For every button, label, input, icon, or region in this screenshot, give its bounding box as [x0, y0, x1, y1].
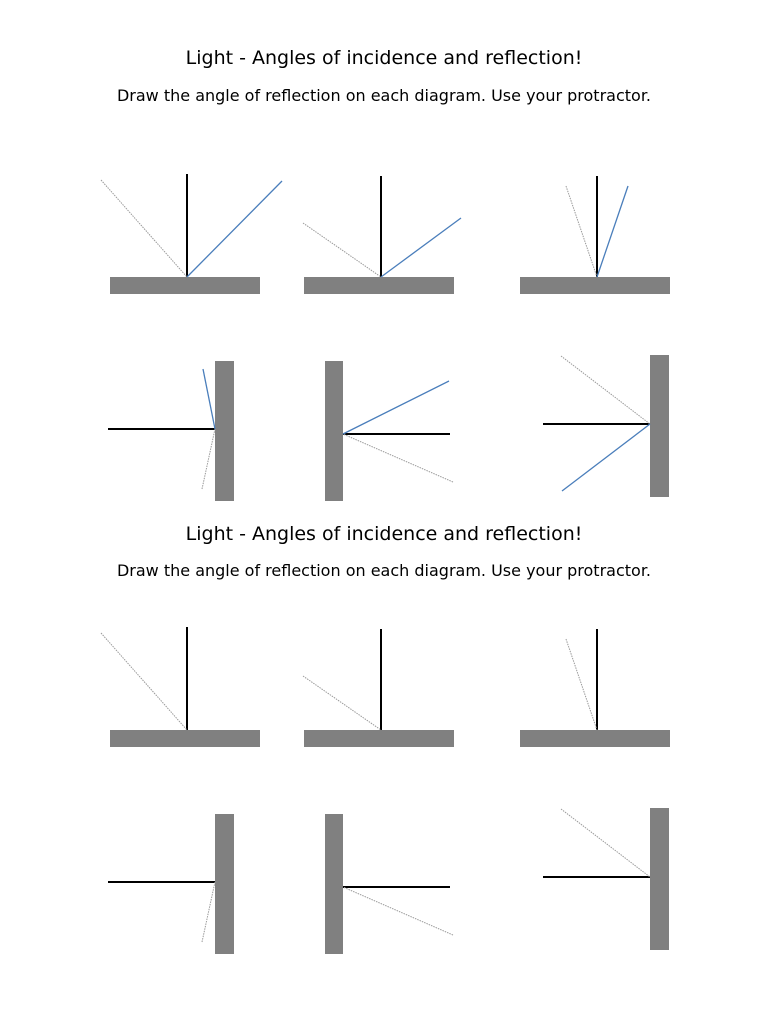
reflected-ray — [380, 217, 462, 278]
diagram-1-5 — [325, 361, 454, 501]
diagram-2-6 — [543, 808, 669, 950]
mirror — [304, 730, 454, 747]
reflected-ray — [561, 423, 651, 492]
incident-ray — [565, 638, 598, 731]
mirror — [304, 277, 454, 294]
incident-ray — [342, 433, 454, 483]
diagram-1-1 — [100, 174, 283, 294]
mirror — [325, 814, 343, 954]
diagram-1-2 — [302, 176, 462, 294]
reflected-ray — [596, 185, 629, 278]
incident-ray — [342, 886, 454, 936]
reflected-ray — [202, 368, 216, 430]
worksheet-2-title: Light - Angles of incidence and reflecti… — [185, 523, 583, 545]
worksheet-1-instructions: Draw the angle of reflection on each dia… — [116, 86, 652, 105]
mirror — [650, 808, 669, 950]
worksheet-1-diagrams — [100, 174, 670, 501]
diagram-1-4 — [108, 361, 234, 501]
reflected-ray — [342, 380, 450, 435]
incident-ray — [201, 881, 216, 943]
worksheet-1-title: Light - Angles of incidence and reflecti… — [185, 47, 583, 69]
mirror — [215, 361, 234, 501]
diagram-1-3 — [520, 176, 670, 294]
diagram-2-3 — [520, 629, 670, 747]
mirror — [325, 361, 343, 501]
reflected-ray — [186, 180, 283, 278]
incident-ray — [100, 632, 188, 731]
incident-ray — [302, 222, 382, 278]
mirror — [520, 277, 670, 294]
incident-ray — [565, 185, 598, 278]
incident-ray — [100, 179, 188, 278]
mirror — [110, 730, 260, 747]
diagram-1-6 — [543, 355, 669, 497]
mirror — [110, 277, 260, 294]
diagram-2-2 — [302, 629, 454, 747]
diagram-2-1 — [100, 627, 260, 747]
worksheet-2-diagrams — [100, 627, 670, 954]
incident-ray — [302, 675, 382, 731]
mirror — [520, 730, 670, 747]
worksheet-2-instructions: Draw the angle of reflection on each dia… — [116, 561, 652, 580]
mirror — [215, 814, 234, 954]
diagram-2-4 — [108, 814, 234, 954]
diagram-2-5 — [325, 814, 454, 954]
incident-ray — [201, 428, 216, 490]
mirror — [650, 355, 669, 497]
incident-ray — [560, 355, 651, 425]
incident-ray — [560, 808, 651, 878]
